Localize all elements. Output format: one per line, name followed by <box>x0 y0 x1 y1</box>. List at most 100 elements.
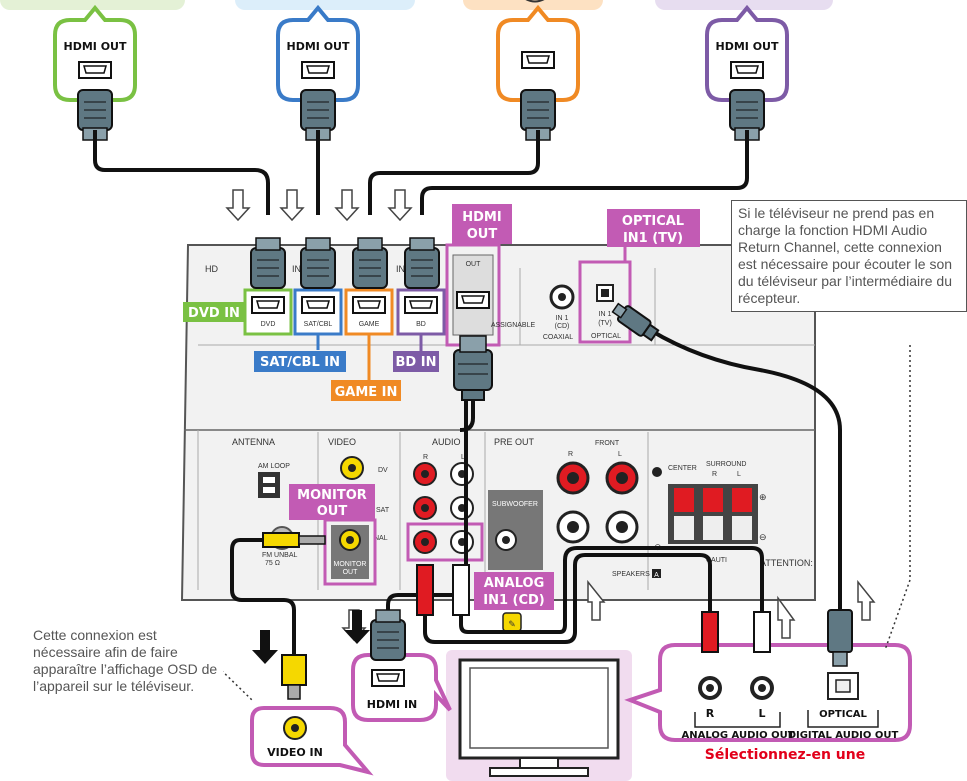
cable-bd <box>420 130 749 215</box>
front-speaker-terminals[interactable] <box>556 461 639 544</box>
select-one-label: Sélectionnez-en une <box>705 747 865 763</box>
game-in-badge <box>331 380 401 401</box>
arrow-video-icon <box>252 630 278 664</box>
monitor-port-text: MONITOR <box>334 561 367 568</box>
optical-badge <box>607 209 700 247</box>
arrow-bd-icon <box>388 189 412 221</box>
game-in-port-icon <box>352 296 386 314</box>
hdmi-input-bd[interactable]: BD <box>396 288 446 336</box>
optical-input[interactable]: IN 1 (TV) OPTICAL <box>578 260 632 344</box>
dv-text: DV <box>378 467 388 474</box>
tv-audio-outs[interactable]: R L ANALOG AUDIO OUT OPTICAL DIGITAL AUD… <box>624 643 912 763</box>
game-in-label: GAME IN <box>335 385 398 400</box>
cable-game <box>368 130 540 215</box>
speakers-text: SPEAKERS <box>612 571 650 578</box>
analog-in1-cd-jacks[interactable] <box>406 522 484 562</box>
tv-hdmi-in[interactable]: HDMI IN <box>351 653 452 722</box>
monitor-out-port[interactable]: MONITOR OUT <box>323 518 377 586</box>
cable-analog-red <box>423 553 712 644</box>
pen-icon: ✎ <box>508 619 516 629</box>
in-text-2: IN <box>396 264 405 274</box>
bd-hdmi-port-icon <box>730 61 764 79</box>
sat-port-text: SAT/CBL <box>304 321 333 328</box>
in-text-1: IN <box>292 264 301 274</box>
tv-hdmi-plug-icon <box>370 609 406 661</box>
audio-r-text: R <box>423 454 428 461</box>
monitor-out-badge <box>289 484 375 520</box>
dvd-callout <box>53 4 137 102</box>
front-l-text: L <box>618 451 622 458</box>
bd-in-label: BD IN <box>396 355 437 370</box>
source-cables <box>93 130 749 215</box>
bd-in-badge <box>393 351 439 372</box>
front-r-text: R <box>568 451 573 458</box>
fm-ohm-text: 75 Ω <box>265 560 280 567</box>
cable-video <box>230 538 296 655</box>
game-port-text: GAME <box>359 321 380 328</box>
coaxial-in-text: IN 1 <box>556 315 569 322</box>
surround-text: SURROUND <box>706 461 746 468</box>
arrow-up-analog-1-icon <box>587 579 606 621</box>
dvd-port-text: DVD <box>261 321 276 328</box>
tv-optical-plug-icon <box>827 609 853 667</box>
audio-l-text: L <box>461 454 465 461</box>
analog-label-1: ANALOG <box>484 576 545 591</box>
bd-inserted-plug-icon <box>404 237 440 289</box>
hdmi-out-plug-icon <box>453 335 493 401</box>
optical-plug-icon <box>611 302 660 342</box>
sat-hdmi-out-label: HDMI OUT <box>287 40 350 53</box>
cable-dvd <box>93 130 270 215</box>
video-section-text: VIDEO <box>328 437 356 447</box>
antenna-text: ANTENNA <box>232 437 275 447</box>
surround-l-text: L <box>737 471 741 478</box>
sat-callout <box>276 4 360 102</box>
source-game <box>463 0 603 141</box>
bd-hdmi-out-label: HDMI OUT <box>716 40 779 53</box>
tv-optical-label: OPTICAL <box>819 709 867 720</box>
cable-analog-white <box>459 546 764 634</box>
front-text: FRONT <box>595 440 620 447</box>
hdmi-input-sat[interactable]: SAT/CBL <box>293 288 343 336</box>
hdmi-input-dvd[interactable]: DVD <box>243 288 293 336</box>
nal-text: NAL <box>374 535 388 542</box>
optical-label-2: IN1 (TV) <box>623 231 683 246</box>
hdmi-input-game[interactable]: GAME <box>344 288 394 336</box>
dvd-in-badge <box>183 302 245 322</box>
source-sat: HDMI OUT <box>235 0 415 141</box>
hdmi-out-port-icon <box>456 291 490 309</box>
arc-note: Si le téléviseur ne prend pas en charge … <box>731 200 967 312</box>
optical-text: OPTICAL <box>591 333 621 340</box>
arrow-sat-icon <box>280 189 304 221</box>
bd-player-body <box>655 0 833 10</box>
monitor-out-label-2: OUT <box>317 504 348 519</box>
sat-in-port-icon <box>301 296 335 314</box>
tv-analog-audio-out-label: ANALOG AUDIO OUT <box>681 730 794 741</box>
coaxial-input[interactable]: IN 1 (CD) COAXIAL <box>543 284 575 341</box>
arrow-dvd-icon <box>226 189 250 221</box>
hdmi-out-port-text: OUT <box>466 261 482 268</box>
attention-text: ATTENTION: <box>760 558 813 568</box>
tv-video-in-label: VIDEO IN <box>267 746 323 759</box>
arrow-game-icon <box>335 189 359 221</box>
analog-plugs-receiver-icon <box>416 564 470 616</box>
hdmi-out-badge <box>452 204 512 244</box>
optical-label-1: OPTICAL <box>622 214 684 229</box>
caution-text: CAUTI <box>706 557 727 564</box>
hd-text: HD <box>205 264 218 274</box>
monitor-out-label-1: MONITOR <box>297 488 367 503</box>
dvd-in-port-icon <box>251 296 285 314</box>
center-text: CENTER <box>668 465 697 472</box>
fm-text: FM UNBAL <box>262 552 298 559</box>
input-labels: DVD IN SAT/CBL IN GAME IN BD IN HDMI OUT… <box>183 204 700 632</box>
leader-osd-note <box>217 666 253 701</box>
tv-video-in[interactable]: VIDEO IN <box>250 706 374 776</box>
dvd-player-body <box>0 0 185 10</box>
center-surround-terminals[interactable] <box>668 484 758 544</box>
video-plug-icon <box>262 532 326 700</box>
arrow-up-optical-icon <box>857 579 876 621</box>
tv-audio-l-jack-icon <box>750 676 774 700</box>
game-console-body <box>463 0 603 10</box>
hdmi-output-port[interactable]: OUT <box>445 243 501 347</box>
source-bd: HDMI OUT <box>655 0 833 141</box>
